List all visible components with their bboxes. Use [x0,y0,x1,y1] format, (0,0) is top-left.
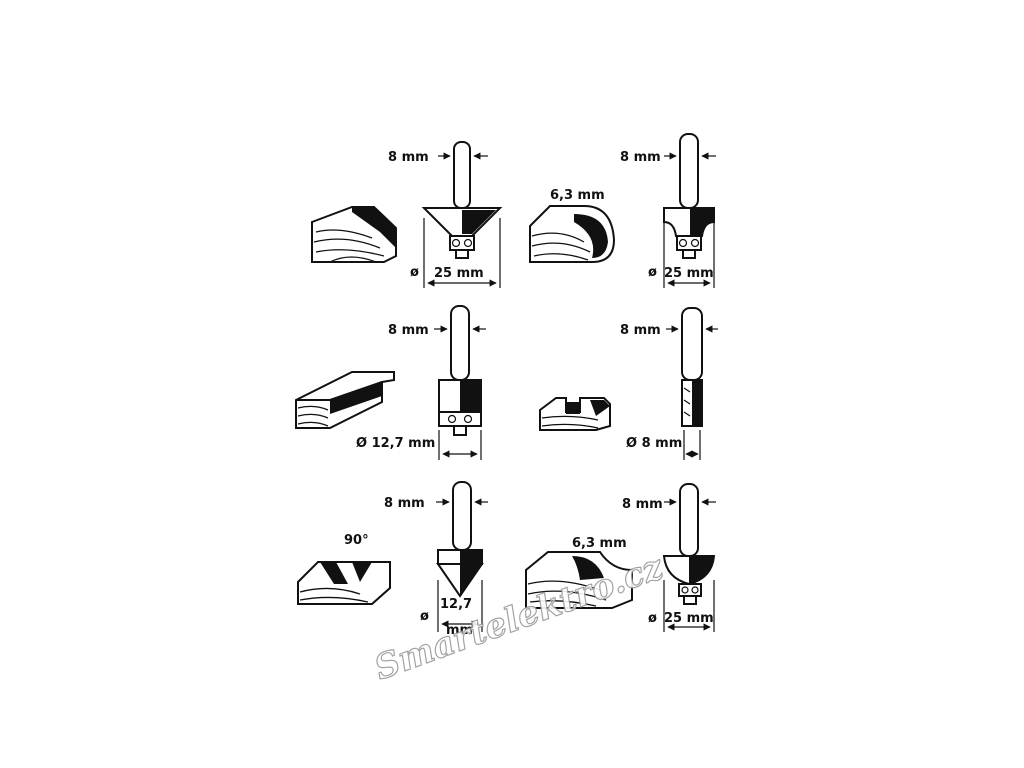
chamfer-diameter-label: 25 mm [434,266,484,281]
v-groove-diameter-value: 12,7 [440,597,472,612]
straight-wood-sample-icon [539,397,611,431]
flush-trim-bit-group: 8 mm Ø 12,7 mm [295,305,486,460]
roundover-bit-group: 8 mm 6,3 mm ø 25 mm [529,133,716,288]
v-groove-diameter-unit: mm [446,623,473,638]
cove-wood-sample-icon [525,551,633,609]
roundover-radius-label: 6,3 mm [550,188,605,203]
cove-shank-label: 8 mm [622,497,663,512]
roundover-wood-sample-icon [529,205,616,263]
v-groove-wood-sample-icon [297,561,391,605]
chamfer-wood-sample-icon [311,206,397,263]
chamfer-bit-group: 8 mm ø 25 mm [311,141,503,288]
v-groove-bit-group: 90° 8 mm ø 12,7 mm [297,481,488,638]
watermark-text: Smartelektro.cz [369,547,668,689]
straight-bit-group: 8 mm Ø 8 mm [539,307,718,460]
roundover-bit-icon [663,133,715,259]
cove-diameter-symbol: ø [648,611,657,626]
straight-shank-label: 8 mm [620,323,661,338]
cove-bit-icon [662,483,716,605]
roundover-diameter-symbol: ø [648,265,657,280]
v-groove-diameter-symbol: ø [420,609,429,624]
flush-trim-wood-sample-icon [295,371,395,429]
cove-bit-group: 6,3 mm 8 mm ø 25 mm [525,483,716,632]
v-groove-bit-icon [436,481,484,598]
straight-bit-icon [681,307,703,427]
chamfer-shank-label: 8 mm [388,150,429,165]
flush-trim-diameter-label: Ø 12,7 mm [356,436,435,451]
straight-diameter-label: Ø 8 mm [626,436,682,451]
flush-trim-shank-label: 8 mm [388,323,429,338]
cove-diameter-label: 25 mm [664,611,714,626]
v-groove-angle-label: 90° [344,533,369,548]
roundover-shank-label: 8 mm [620,150,661,165]
cove-radius-label: 6,3 mm [572,536,627,551]
v-groove-shank-label: 8 mm [384,496,425,511]
roundover-diameter-label: 25 mm [664,266,714,281]
chamfer-bit-icon [421,141,503,259]
flush-trim-bit-icon [438,305,482,436]
chamfer-diameter-symbol: ø [410,265,419,280]
